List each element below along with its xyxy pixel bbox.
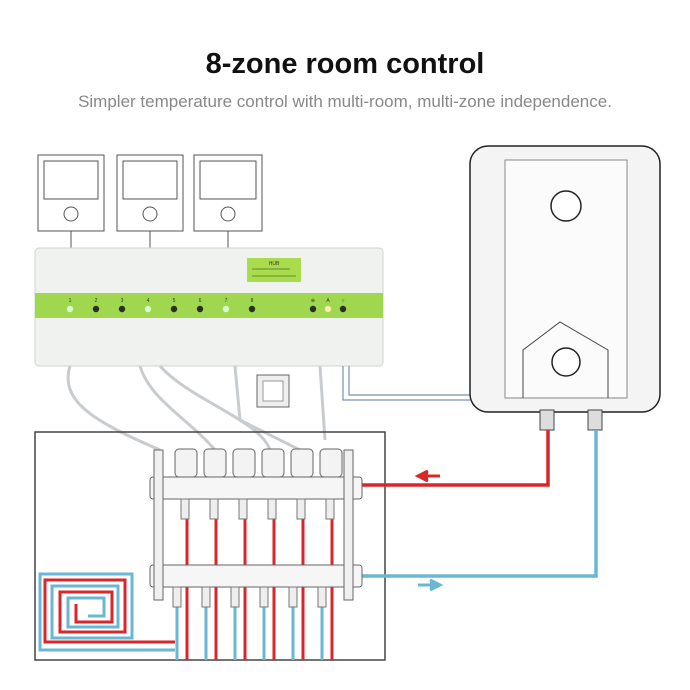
manifold — [149, 448, 363, 608]
manifold-valve — [230, 586, 240, 608]
zone-led — [222, 305, 230, 313]
zone-actuator — [174, 448, 198, 478]
zone-actuator — [203, 448, 227, 478]
manifold-valve — [317, 586, 327, 608]
manifold-valve — [238, 498, 248, 520]
status-label: A — [326, 298, 330, 304]
cold-return-pipe — [360, 430, 598, 578]
actuator-cables — [66, 365, 327, 452]
status-led — [309, 305, 317, 313]
zone-led — [248, 305, 256, 313]
floor-heating-spiral — [38, 572, 175, 652]
zone-led — [92, 305, 100, 313]
zone-led — [196, 305, 204, 313]
manifold-valve — [201, 586, 211, 608]
zone-label: 4 — [147, 298, 150, 304]
room-thermostat — [37, 154, 105, 232]
zone-label: 6 — [199, 298, 202, 304]
zone-actuator — [232, 448, 256, 478]
manifold-valve — [209, 498, 219, 520]
manifold-valve — [259, 586, 269, 608]
manifold-valve — [288, 586, 298, 608]
page-subtitle: Simpler temperature control with multi-r… — [78, 92, 612, 111]
page-title: 8-zone room control — [205, 48, 485, 80]
status-label: ○ — [341, 298, 344, 304]
zone-actuator — [319, 448, 343, 478]
zone-actuator — [261, 448, 285, 478]
manifold-valve — [296, 498, 306, 520]
zone-led — [66, 305, 74, 313]
flow-arrow-right-icon — [418, 578, 444, 592]
zone-label: 2 — [95, 298, 98, 304]
zone-led — [144, 305, 152, 313]
water-heater — [469, 145, 661, 431]
zone-label: 8 — [251, 298, 254, 304]
floor-area — [34, 431, 386, 661]
pressure-gauge-icon — [550, 190, 582, 222]
zone-led — [170, 305, 178, 313]
hub-info-label — [247, 258, 301, 282]
boiler-signal-wires — [342, 366, 470, 401]
wall-sensor — [256, 374, 290, 408]
status-label: ⊕ — [311, 298, 315, 304]
flow-arrow-left-icon — [414, 469, 440, 483]
zone-label: 3 — [121, 298, 124, 304]
room-thermostat — [116, 154, 184, 232]
room-thermostat — [193, 154, 263, 232]
status-led — [324, 305, 332, 313]
zone-label: 5 — [173, 298, 176, 304]
manifold-valve — [172, 586, 182, 608]
zone-led — [118, 305, 126, 313]
hub-label: HUB — [269, 261, 280, 267]
temperature-dial-icon — [551, 347, 581, 377]
zone-label: 7 — [225, 298, 228, 304]
zone-actuator — [290, 448, 314, 478]
hub-controller: HUB 1 2 3 4 5 6 7 8 ⊕ A ○ — [34, 247, 384, 367]
thermostat-wires — [70, 231, 229, 249]
hot-supply-pipe — [360, 430, 550, 487]
manifold-valve — [267, 498, 277, 520]
manifold-valve — [180, 498, 190, 520]
status-led — [339, 305, 347, 313]
zone-label: 1 — [69, 298, 72, 304]
manifold-valve — [325, 498, 335, 520]
